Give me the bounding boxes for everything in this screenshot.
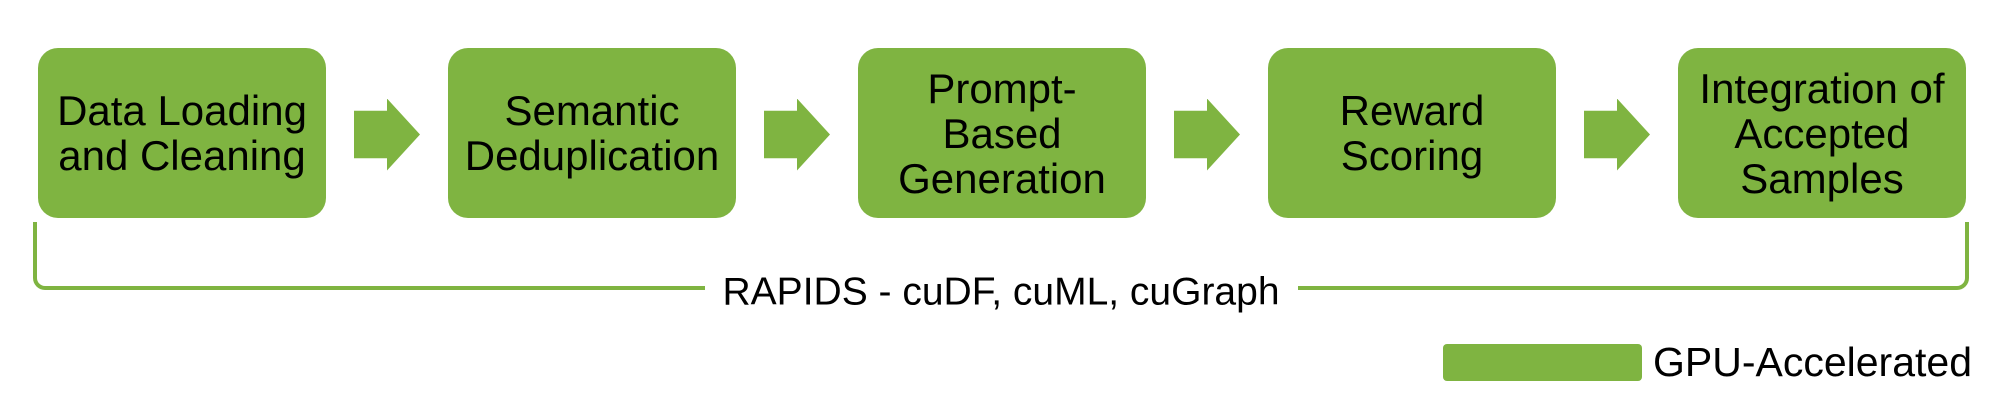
step-data-loading-and-cleaning: Data Loading and Cleaning (38, 48, 326, 218)
step-semantic-deduplication: Semantic Deduplication (448, 48, 736, 218)
legend-label: GPU-Accelerated (1653, 338, 1973, 385)
bracket-corner-right (1953, 222, 1970, 290)
bracket-corner-left (33, 222, 49, 290)
flow-arrow-icon (354, 98, 420, 171)
step-prompt-based-generation: Prompt- Based Generation (858, 48, 1146, 218)
bracket-line-right (1297, 286, 1954, 290)
flow-arrow-icon (764, 98, 830, 171)
arrow-gap (1146, 48, 1268, 218)
rapids-bracket: RAPIDS - cuDF, cuML, cuGraph (33, 222, 1970, 312)
arrow-gap (736, 48, 858, 218)
legend-swatch-icon (1443, 343, 1642, 381)
gpu-accelerated-legend: GPU-Accelerated (1443, 341, 1972, 383)
flow-arrow-icon (1174, 98, 1240, 171)
step-reward-scoring: Reward Scoring (1268, 48, 1556, 218)
pipeline-steps-row: Data Loading and Cleaning Semantic Dedup… (38, 48, 1966, 218)
bracket-line-left (49, 286, 705, 290)
flow-arrow-icon (1584, 98, 1650, 171)
arrow-gap (1556, 48, 1678, 218)
step-integration-of-accepted-samples: Integration of Accepted Samples (1678, 48, 1966, 218)
arrow-gap (326, 48, 448, 218)
rapids-bracket-label: RAPIDS - cuDF, cuML, cuGraph (722, 270, 1280, 314)
